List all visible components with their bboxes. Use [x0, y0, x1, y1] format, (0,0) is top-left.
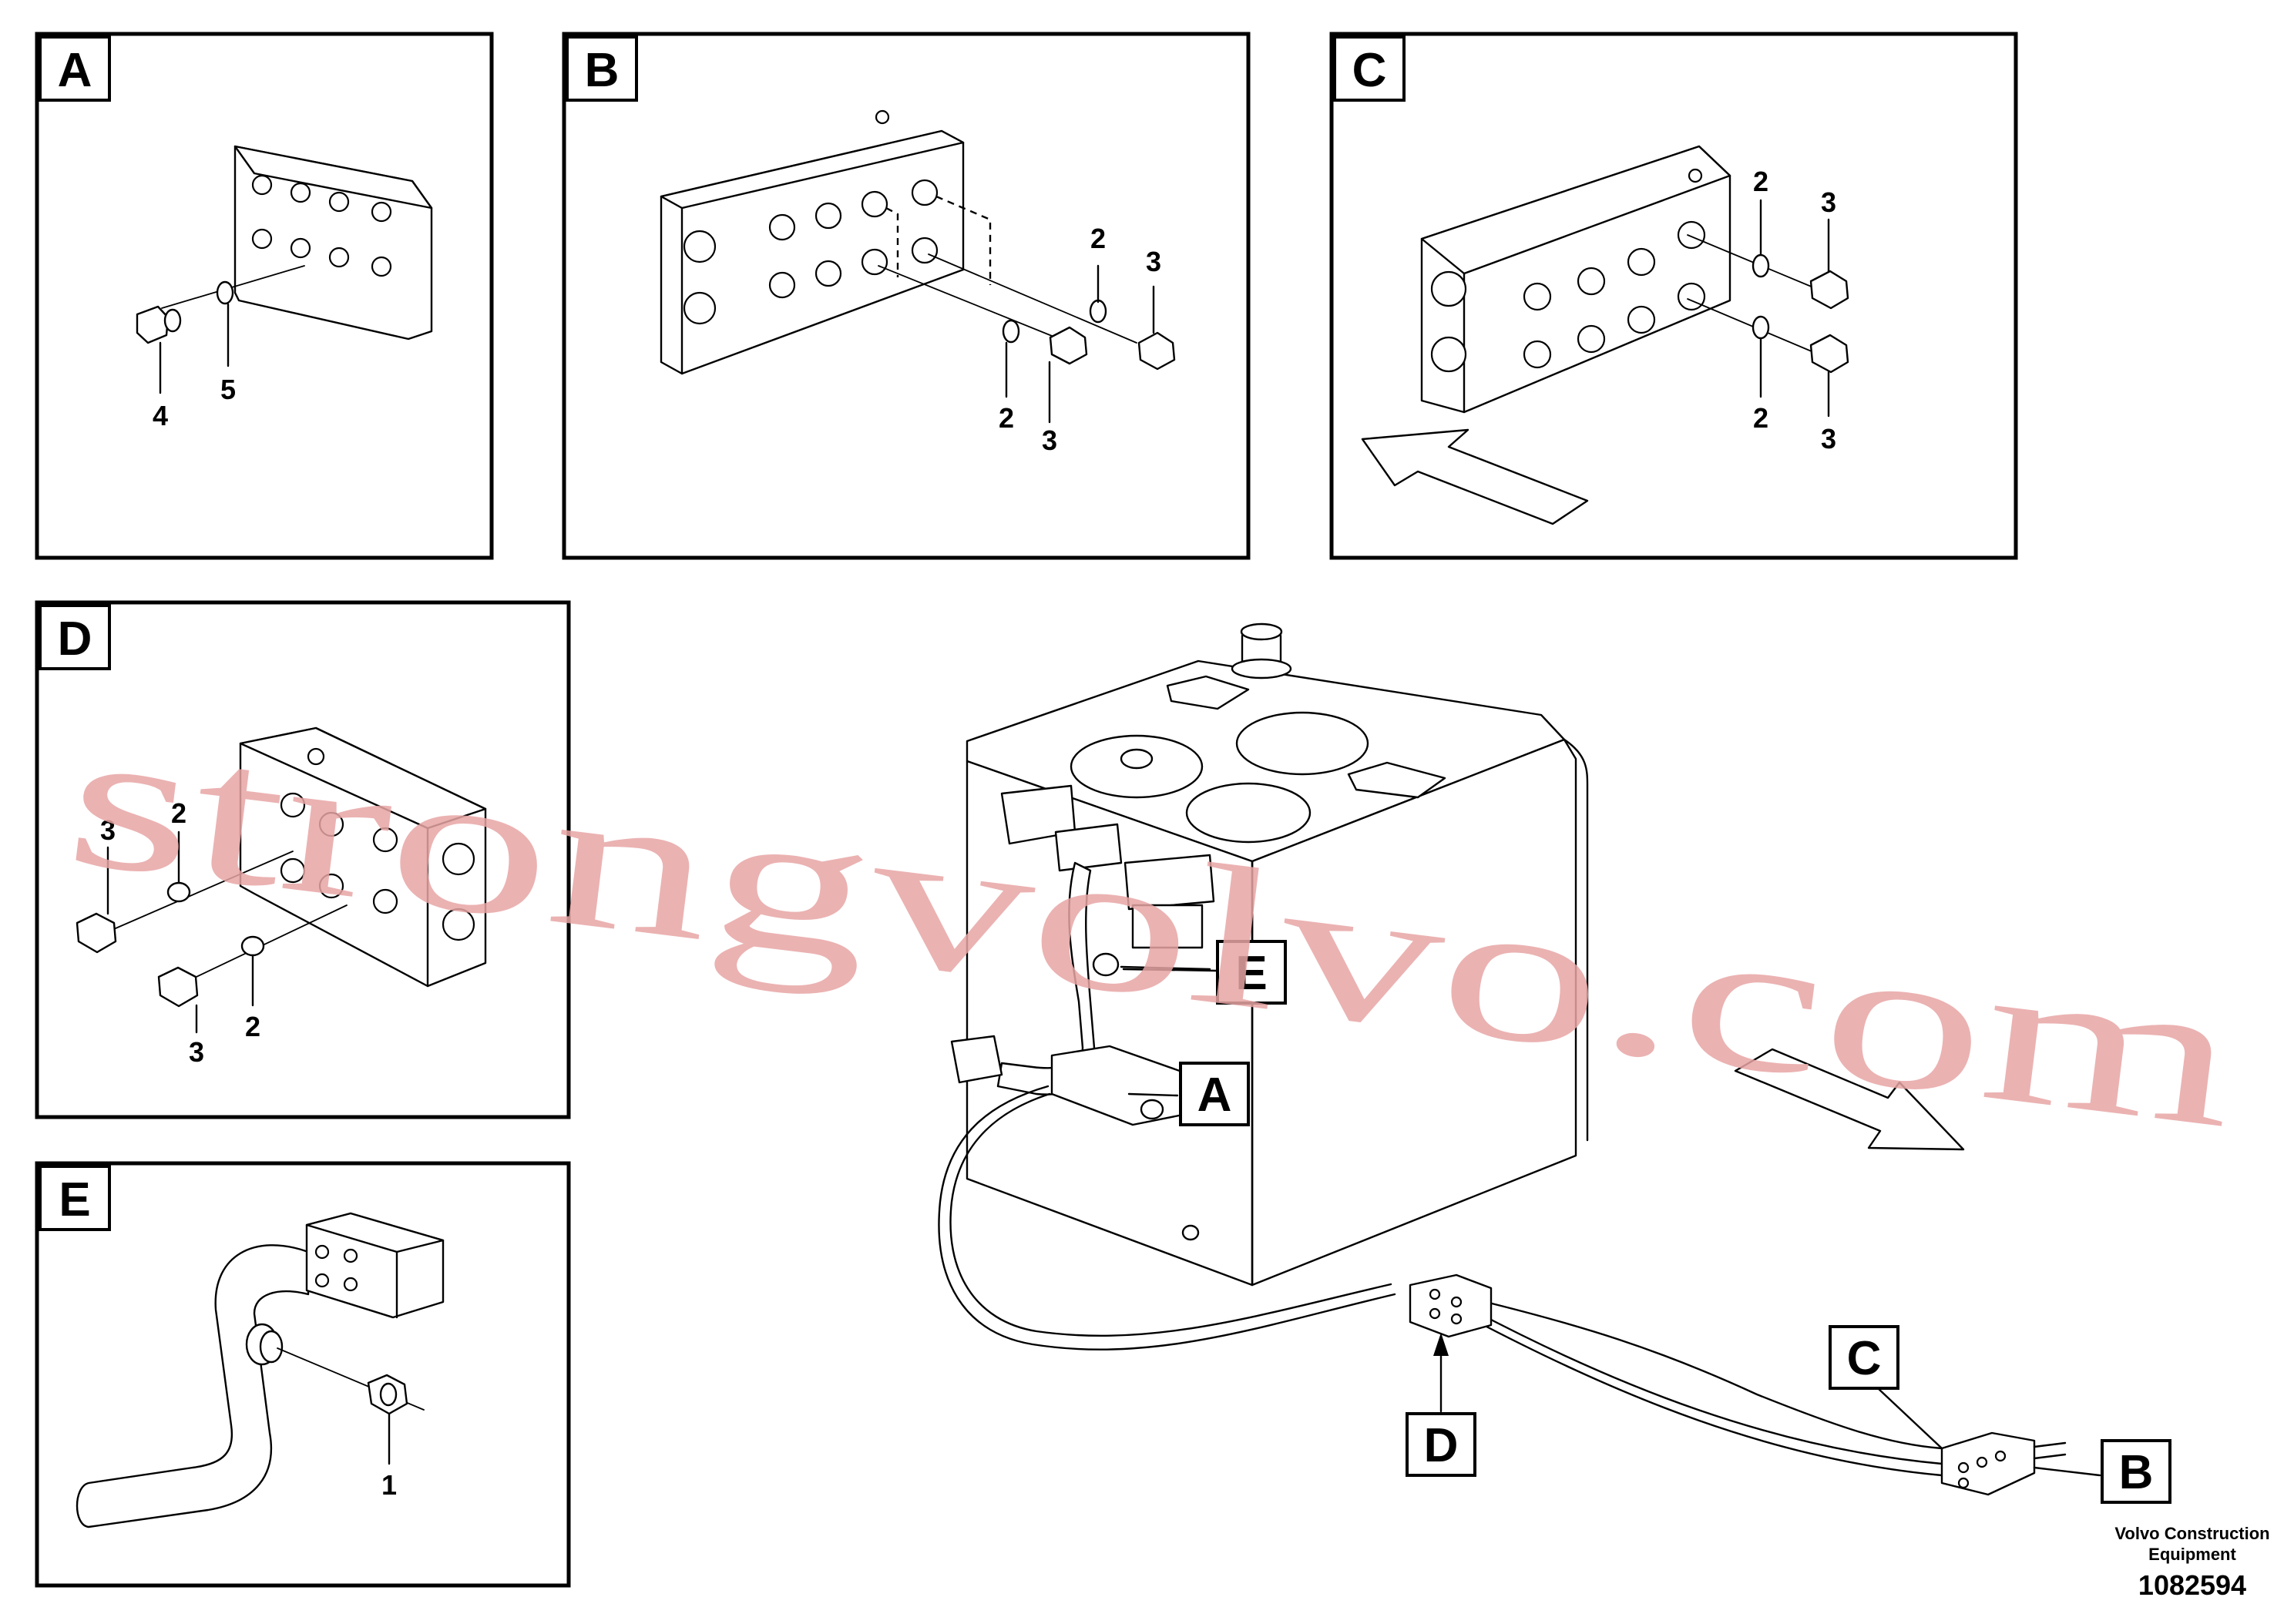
callout-3-upper: 3 [1821, 186, 1836, 218]
footer-company-line2: Equipment [2148, 1545, 2236, 1564]
direction-arrow-icon [1361, 428, 1589, 525]
fitting [245, 1323, 284, 1366]
callout-2-upper: 2 [171, 797, 186, 829]
manifold-block [1420, 145, 1731, 414]
svg-text:B: B [2119, 1446, 2154, 1499]
callout-c-main: C [1829, 1325, 1899, 1390]
breather [1231, 622, 1292, 679]
svg-text:E: E [1235, 947, 1267, 1000]
callout-2-lower: 2 [245, 1011, 260, 1042]
plug-3-lower [1809, 334, 1849, 374]
panel-b-label: B [585, 44, 620, 97]
panel-a-label: A [58, 44, 92, 97]
callout-e-main: E [1216, 940, 1287, 1005]
callout-3-lower: 3 [189, 1036, 204, 1068]
callout-2-upper: 2 [1090, 223, 1106, 254]
panel-d-label: D [58, 612, 92, 666]
manifold-cb [1940, 1431, 2036, 1496]
callout-a-main: A [1179, 1062, 1250, 1126]
callout-3-lower: 3 [1042, 424, 1057, 456]
callout-d-main: D [1406, 1412, 1476, 1477]
svg-text:A: A [1197, 1069, 1232, 1122]
callout-3-upper: 3 [1146, 246, 1161, 277]
plug-3a [1049, 326, 1088, 365]
hydraulic-pipe [76, 1244, 310, 1528]
plug-3b [1137, 331, 1176, 371]
callout-2-upper: 2 [1753, 166, 1768, 197]
panel-b: B 2 3 2 3 [562, 32, 1251, 560]
panel-e-label: E [59, 1173, 90, 1226]
footer-company-line1: Volvo Construction [2114, 1524, 2269, 1543]
callout-5: 5 [220, 374, 236, 405]
nut-1 [367, 1374, 408, 1415]
panel-a: A 4 5 [35, 32, 494, 560]
manifold-plate [233, 145, 433, 341]
callout-4: 4 [153, 400, 168, 431]
manifold-d [1409, 1273, 1493, 1338]
callout-2-lower: 2 [999, 402, 1014, 434]
plug-3-upper [1809, 270, 1849, 310]
manifold-block [660, 109, 965, 375]
hydraulic-tank-assembly [938, 622, 2067, 1496]
panel-c-label: C [1352, 44, 1387, 97]
callout-b-main: B [2101, 1439, 2171, 1504]
callout-3-lower: 3 [1821, 423, 1836, 455]
plug-4 [136, 305, 182, 344]
valve-block [305, 1212, 445, 1319]
svg-text:D: D [1424, 1419, 1459, 1472]
panel-d: D 2 3 3 2 [35, 600, 571, 1119]
panel-c: C 2 3 2 3 [1329, 32, 2018, 560]
callout-1: 1 [381, 1469, 397, 1501]
callout-3-upper: 3 [100, 814, 116, 846]
plug-3-upper [76, 912, 117, 954]
direction-arrow-icon [1734, 1048, 1965, 1151]
svg-text:C: C [1847, 1332, 1882, 1385]
panel-e: E 1 [35, 1161, 571, 1588]
plug-3-lower [157, 966, 199, 1008]
callout-2-lower: 2 [1753, 402, 1768, 434]
washer-5 [216, 280, 234, 305]
footer-reference-number: 1082594 [2138, 1569, 2246, 1601]
manifold-block [239, 726, 487, 988]
